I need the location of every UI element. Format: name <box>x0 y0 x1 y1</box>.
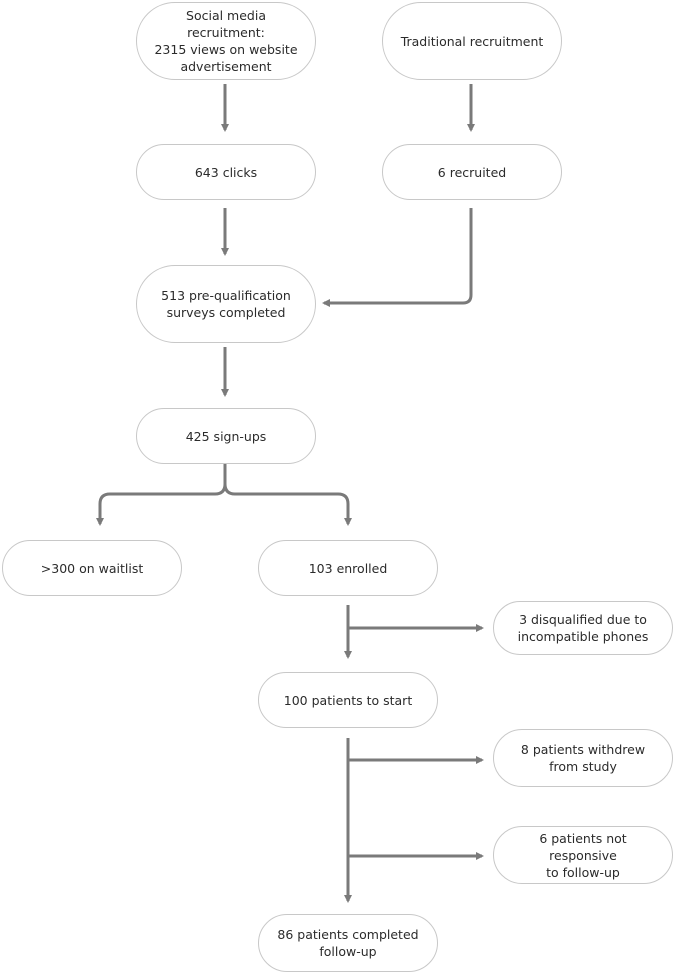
arrow-signups-split <box>96 462 227 526</box>
arrow-recruited-to-prequal <box>322 208 473 307</box>
node-withdrew-label: 8 patients withdrew from study <box>520 742 646 774</box>
node-waitlist-label: >300 on waitlist <box>40 560 144 576</box>
node-start-label: 100 patients to start <box>283 692 413 708</box>
node-social-media-recruitment: Social media recruitment: 2315 views on … <box>136 2 316 80</box>
node-signups-label: 425 sign-ups <box>185 428 267 444</box>
node-recruited-label: 6 recruited <box>437 164 507 180</box>
node-pre-qualification: 513 pre-qualification surveys completed <box>136 265 316 343</box>
node-completed-label: 86 patients completed follow-up <box>277 927 419 959</box>
node-social-label: Social media recruitment: 2315 views on … <box>154 8 298 74</box>
node-6-not-responsive: 6 patients not responsive to follow-up <box>493 826 673 884</box>
node-103-enrolled: 103 enrolled <box>258 540 438 596</box>
node-643-clicks: 643 clicks <box>136 144 316 200</box>
node-86-completed: 86 patients completed follow-up <box>258 914 438 972</box>
arrow-signups-to-enrolled <box>223 483 352 526</box>
node-425-sign-ups: 425 sign-ups <box>136 408 316 464</box>
node-traditional-recruitment: Traditional recruitment <box>382 2 562 80</box>
node-8-withdrew: 8 patients withdrew from study <box>493 729 673 787</box>
node-6-recruited: 6 recruited <box>382 144 562 200</box>
node-waitlist: >300 on waitlist <box>2 540 182 596</box>
node-clicks-label: 643 clicks <box>194 164 258 180</box>
node-enrolled-label: 103 enrolled <box>308 560 388 576</box>
node-unresponsive-label: 6 patients not responsive to follow-up <box>539 830 627 880</box>
node-traditional-label: Traditional recruitment <box>400 33 544 49</box>
node-prequal-label: 513 pre-qualification surveys completed <box>161 288 291 320</box>
node-3-disqualified: 3 disqualified due to incompatible phone… <box>493 601 673 655</box>
node-disqualified-label: 3 disqualified due to incompatible phone… <box>517 612 649 644</box>
node-100-patients-start: 100 patients to start <box>258 672 438 728</box>
